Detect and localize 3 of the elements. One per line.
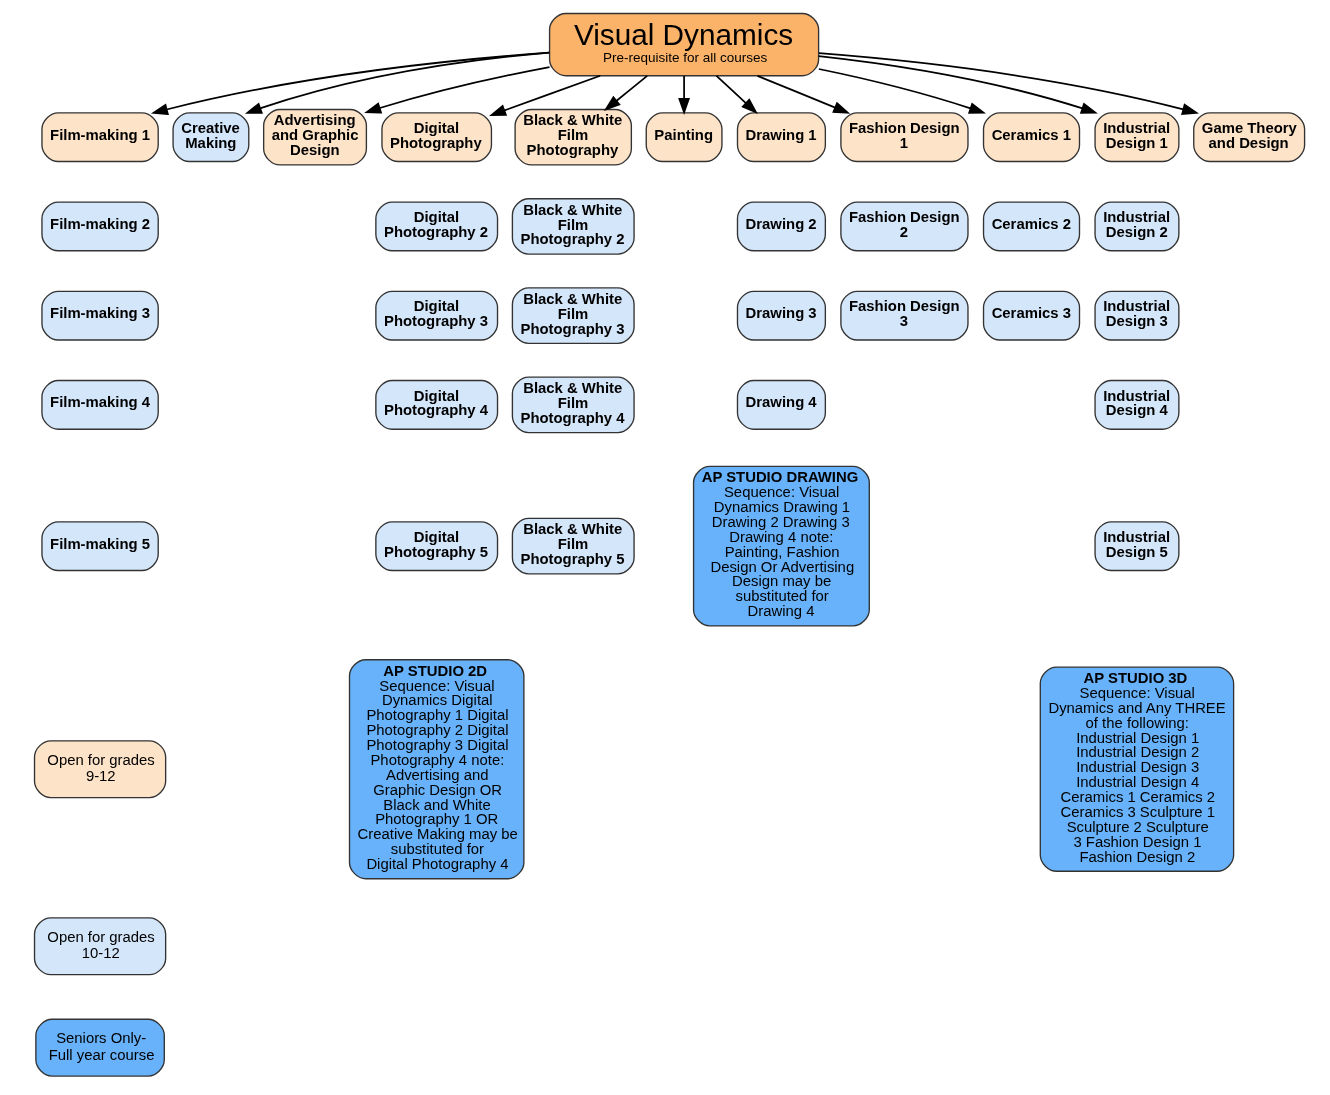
legend-label: Open for grades 9-12 [46, 751, 155, 785]
legend-label: Seniors Only-Full year course [48, 1030, 154, 1063]
legend-label: Open for grades 10-12 [46, 928, 155, 962]
